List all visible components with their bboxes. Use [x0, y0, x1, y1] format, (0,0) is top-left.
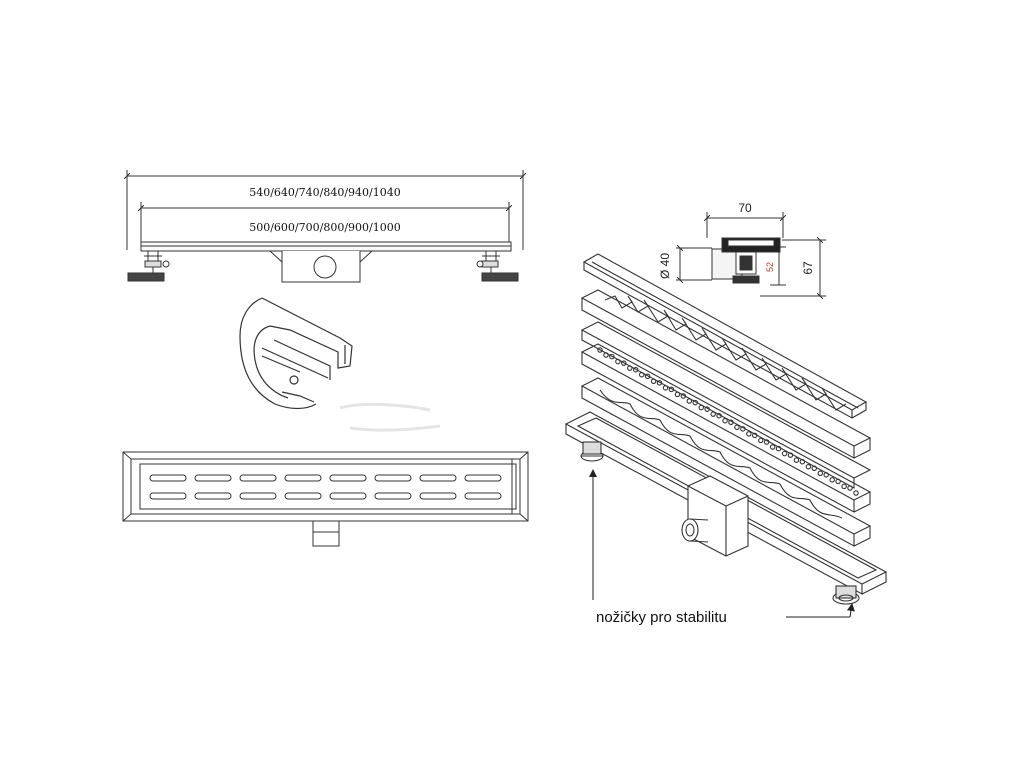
grate-slot	[374, 474, 412, 482]
inner-dimension-label: 500/600/700/800/900/1000	[249, 221, 401, 234]
grate-slot	[329, 492, 367, 500]
left-foot	[127, 250, 170, 282]
drain-height-label: 52	[765, 262, 775, 272]
perforation-hole	[841, 483, 847, 490]
perforation-hole	[793, 457, 800, 463]
grate-slot	[239, 492, 277, 500]
grate-slot	[374, 492, 412, 500]
grate-slot	[419, 474, 457, 482]
grate-slot	[284, 474, 322, 482]
greek-key-grate	[580, 289, 872, 459]
perforation-hole	[805, 463, 812, 470]
perforation-hole	[734, 424, 740, 431]
outlet-diameter-label: Ø 40	[658, 253, 672, 279]
side-elevation-view	[127, 170, 523, 283]
perforation-hole	[769, 444, 776, 450]
grate-slot	[419, 492, 457, 500]
grate-slots	[149, 474, 502, 500]
callout-arrows	[589, 469, 855, 618]
grate-slot	[464, 474, 502, 482]
perforation-hole	[829, 477, 835, 483]
exploded-assembly	[564, 253, 888, 605]
wave-grate	[580, 377, 872, 547]
perforation-hole	[609, 353, 615, 360]
base-grate	[580, 321, 872, 489]
outer-dimension-label: 540/640/740/840/940/1040	[249, 186, 401, 199]
faint-smudge	[339, 402, 441, 432]
grate-slot	[149, 474, 187, 482]
perforation-hole	[781, 450, 788, 457]
perforation-hole	[597, 347, 603, 353]
perforation-hole	[853, 490, 859, 496]
section-width-label: 70	[738, 201, 752, 215]
channel-body	[564, 411, 888, 595]
grate-slot	[329, 474, 367, 482]
tile-insert-tray	[582, 253, 868, 419]
perforation-hole	[632, 366, 639, 373]
perforation-hole	[621, 360, 627, 366]
perforation-hole	[817, 470, 824, 477]
stability-foot-left	[580, 441, 604, 462]
perforation-hole	[746, 431, 752, 437]
stability-foot-right	[832, 585, 860, 605]
grate-plan-view	[122, 451, 529, 547]
perforation-hole	[722, 417, 728, 424]
grate-slot	[194, 474, 232, 482]
grate-slot	[239, 474, 277, 482]
grate-slot	[149, 492, 187, 500]
grate-slot	[284, 492, 322, 500]
right-foot	[476, 250, 519, 282]
grate-slot	[194, 492, 232, 500]
section-height-label: 67	[801, 261, 815, 275]
perforation-hole	[758, 437, 764, 444]
grate-slot	[464, 492, 502, 500]
section-detail	[676, 212, 826, 296]
profile-detail	[239, 297, 353, 410]
stability-feet-label: nožičky pro stabilitu	[596, 609, 727, 626]
